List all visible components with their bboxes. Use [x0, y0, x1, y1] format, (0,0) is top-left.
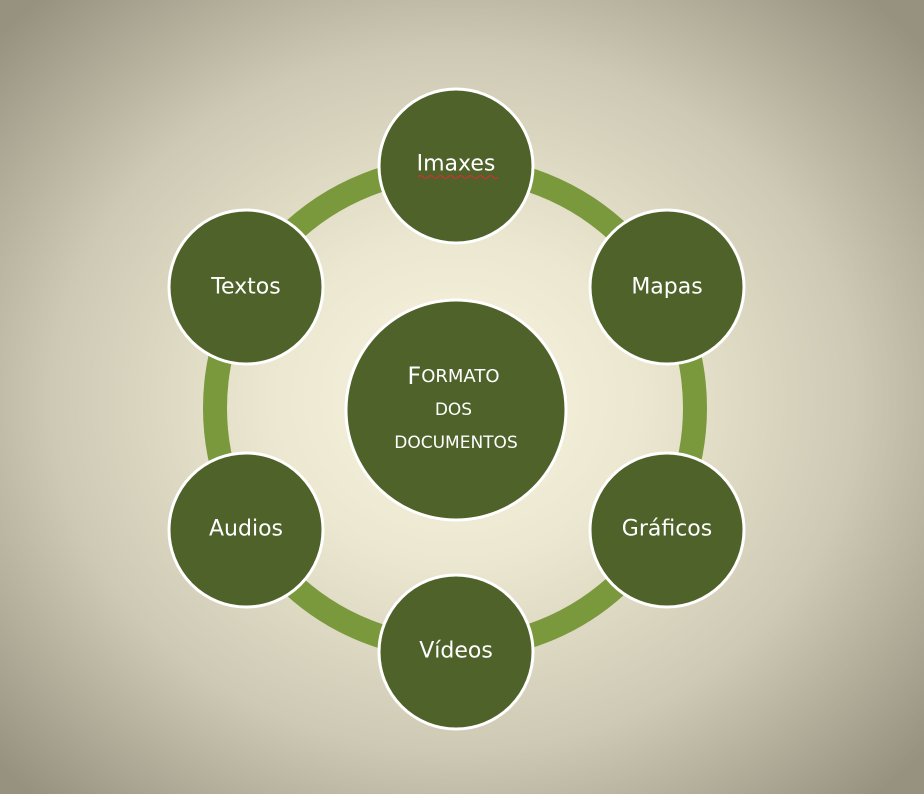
center-label-line-1: FORMATO — [407, 362, 499, 390]
center-label-line-3: DOCUMENTOS — [394, 433, 517, 453]
node-label-videos: Vídeos — [419, 639, 493, 664]
node-textos: Textos — [167, 208, 325, 366]
center-label-line-2: DOS — [435, 400, 472, 420]
node-graficos: Gráficos — [588, 451, 746, 609]
node-label-imaxes: Imaxes — [417, 152, 496, 177]
node-mapas: Mapas — [588, 208, 746, 366]
node-audios: Audios — [167, 451, 325, 609]
spellcheck-underline — [417, 174, 499, 180]
center-node: FORMATO DOS DOCUMENTOS — [344, 298, 568, 522]
center-label: FORMATO DOS DOCUMENTOS — [394, 362, 517, 453]
node-label-audios: Audios — [209, 517, 283, 542]
node-label-mapas: Mapas — [631, 275, 702, 300]
node-videos: Vídeos — [377, 573, 535, 731]
node-imaxes: Imaxes — [377, 87, 535, 245]
node-label-textos: Textos — [210, 275, 280, 300]
node-label-graficos: Gráficos — [622, 517, 712, 542]
